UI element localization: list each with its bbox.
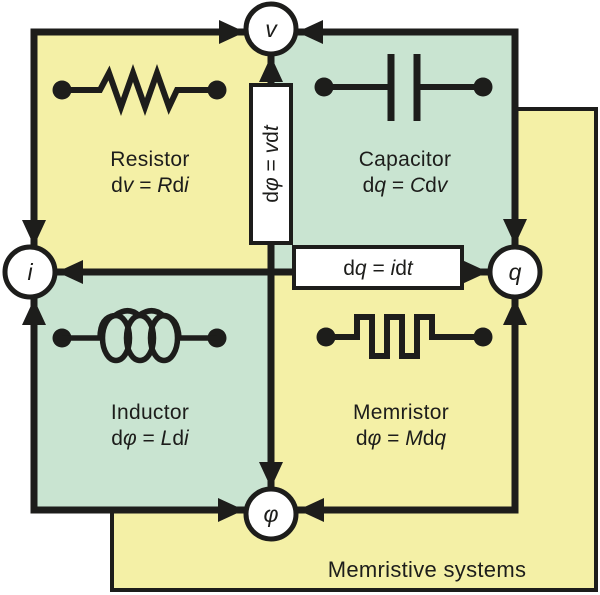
charge-node-label: q [509,259,522,285]
arrow-into-phi-from-left-icon [218,498,244,522]
arrow-into-phi-from-top-icon [259,462,283,488]
charge-node-circle [487,244,543,300]
charge-current-formula: dq = idt [343,257,414,280]
arrow-into-i-from-bottom-icon [22,299,46,325]
arrow-into-v-from-right-icon [297,20,323,44]
arrow-into-q-from-top-icon [503,219,527,245]
resistor-quadrant-fill [31,29,271,272]
resistor-title: Resistor [110,148,189,171]
memristor-labels: Memristor dφ = Mdq [353,401,449,450]
memristive-systems-label: Memristive systems [328,557,527,582]
memristor-squarewave [326,314,483,359]
flux-voltage-label-box: dφ = vdt [249,83,293,245]
memristor-quadrant-fill [271,272,518,513]
arrow-into-q-from-bottom-icon [503,299,527,325]
capacitor-labels: Capacitor dq = Cdv [359,148,452,197]
flux-node-circle [243,486,299,542]
voltage-node-label: v [265,16,278,42]
capacitor-formula: dq = Cdv [363,174,449,197]
charge-current-label-box: dq = idt [292,245,464,290]
inductor-coil-bridges [97,308,182,339]
resistor-symbol-icon [52,63,227,117]
inductor-symbol-icon [52,308,227,364]
arrow-into-v-from-left-icon [219,20,245,44]
capacitor-plates [387,54,421,121]
resistor-formula: dv = Rdi [111,174,190,197]
memristor-formula: dφ = Mdq [356,427,447,450]
node-flux: φ [243,486,299,542]
inductor-title: Inductor [111,401,189,424]
arrow-into-v-from-below-icon [259,56,283,82]
current-node-label: i [27,259,33,285]
charge-current-box-frame [292,245,464,290]
resistor-zigzag [62,63,217,117]
node-charge: q [487,244,543,300]
arrow-into-q-from-left-icon [462,260,488,284]
current-node-circle [2,244,58,300]
memristor-symbol-icon [316,314,493,359]
inductor-formula: dφ = Ldi [111,427,190,450]
voltage-node-circle [243,1,299,57]
arrow-into-phi-from-right-icon [298,498,324,522]
node-voltage: v [243,1,299,57]
capacitor-symbol-icon [314,54,493,121]
memristor-title: Memristor [353,401,449,424]
inductor-labels: Inductor dφ = Ldi [111,401,190,450]
node-current: i [2,244,58,300]
arrow-into-i-from-right-icon [57,260,83,284]
flux-voltage-formula: dφ = vdt [260,124,283,203]
arrow-into-i-from-top-icon [22,220,46,246]
resistor-labels: Resistor dv = Rdi [110,148,190,197]
flux-node-label: φ [263,501,278,527]
capacitor-title: Capacitor [359,148,452,171]
flux-voltage-box-frame [249,83,293,245]
